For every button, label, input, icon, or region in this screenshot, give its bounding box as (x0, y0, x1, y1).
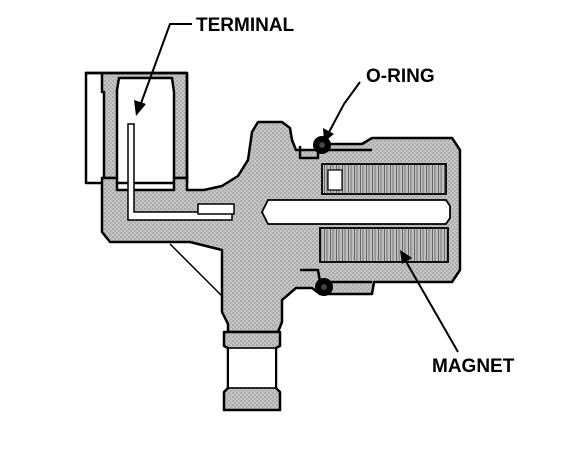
terminal-label: TERMINAL (196, 15, 295, 36)
terminal-pin (127, 123, 235, 221)
magnet-upper (321, 163, 447, 195)
o-ring-leader (323, 81, 361, 142)
support-rib (169, 243, 223, 297)
arrow-head-icon (323, 128, 334, 142)
magnet-leader (400, 250, 459, 353)
lower-stem (222, 330, 282, 412)
o-ring-upper (313, 136, 331, 154)
sensor-body (100, 120, 462, 334)
center-bore (260, 199, 451, 225)
terminal-leader (134, 23, 192, 116)
arrow-head-icon (400, 250, 412, 264)
o-ring-lower (315, 278, 333, 296)
connector-housing (84, 71, 189, 185)
magnet-lower (319, 227, 449, 263)
arrow-head-icon (134, 100, 146, 116)
magnet-label: MAGNET (432, 356, 515, 377)
o-ring-label: O-RING (366, 66, 435, 87)
